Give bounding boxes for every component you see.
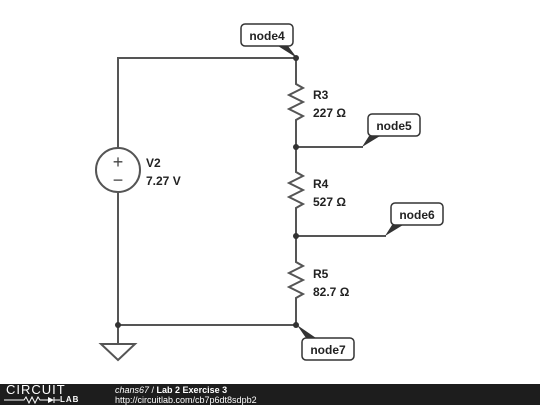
node5-pointer — [362, 136, 380, 147]
junction-dot — [115, 322, 121, 328]
footer-bar: CIRCUIT LAB chans67 / Lab 2 Exercise 3 h… — [0, 382, 540, 405]
junction-dot — [293, 55, 299, 61]
node5-box — [367, 113, 421, 137]
v2-value-label: 7.27 V — [146, 174, 181, 188]
v2-name-label: V2 — [146, 156, 161, 170]
node4-box — [240, 23, 294, 47]
circuit-meta: chans67 / Lab 2 Exercise 3 http://circui… — [115, 385, 257, 405]
resistor-r4-symbol[interactable] — [286, 167, 306, 213]
title-separator: / — [149, 385, 157, 395]
logo-resistor-icon — [4, 396, 60, 404]
r5-value-label: 82.7 Ω — [313, 285, 350, 299]
circuit-schematic: + − V2 7.27 V R3 227 Ω R4 527 Ω R5 82.7 … — [95, 23, 444, 362]
node6-tag[interactable]: node6 — [385, 202, 444, 236]
junction-dot — [293, 322, 299, 328]
circuit-title[interactable]: Lab 2 Exercise 3 — [156, 385, 228, 395]
node7-label: node7 — [310, 343, 346, 357]
node7-box — [301, 337, 355, 361]
node4-pointer — [278, 46, 297, 58]
circuitlab-logo[interactable]: CIRCUIT LAB — [4, 382, 104, 405]
r3-value-label: 227 Ω — [313, 106, 346, 120]
r4-name-label: R4 — [313, 177, 329, 191]
node4-label: node4 — [249, 29, 285, 43]
node6-box — [390, 202, 444, 226]
node7-tag[interactable]: node7 — [297, 325, 355, 361]
node4-tag[interactable]: node4 — [240, 23, 297, 58]
wire-top — [117, 57, 297, 148]
voltage-source-v2-symbol[interactable]: + − — [95, 147, 141, 193]
node5-tag[interactable]: node5 — [362, 113, 421, 147]
r3-name-label: R3 — [313, 88, 329, 102]
schematic-canvas[interactable]: + − V2 7.27 V R3 227 Ω R4 527 Ω R5 82.7 … — [0, 0, 540, 384]
circuit-url[interactable]: http://circuitlab.com/cb7p6dt8sdpb2 — [115, 395, 257, 405]
junction-dot — [293, 233, 299, 239]
plus-sign: + — [113, 152, 124, 172]
r4-value-label: 527 Ω — [313, 195, 346, 209]
author-link[interactable]: chans67 — [115, 385, 150, 395]
logo-text-lab: LAB — [60, 395, 80, 404]
node6-pointer — [385, 225, 403, 236]
logo-text-circuit: CIRCUIT — [6, 382, 66, 397]
voltage-source-circle — [95, 147, 141, 193]
node5-label: node5 — [376, 119, 412, 133]
resistor-r5-symbol[interactable] — [286, 257, 306, 303]
r5-name-label: R5 — [313, 267, 329, 281]
wire-left-bottom — [117, 192, 297, 326]
node7-pointer — [297, 325, 316, 338]
ground-icon[interactable] — [98, 343, 138, 362]
junction-dot — [293, 144, 299, 150]
resistor-r3-symbol[interactable] — [286, 79, 306, 125]
circuit-title-line: chans67 / Lab 2 Exercise 3 — [115, 385, 257, 395]
minus-sign: − — [113, 170, 124, 190]
node6-label: node6 — [399, 208, 435, 222]
